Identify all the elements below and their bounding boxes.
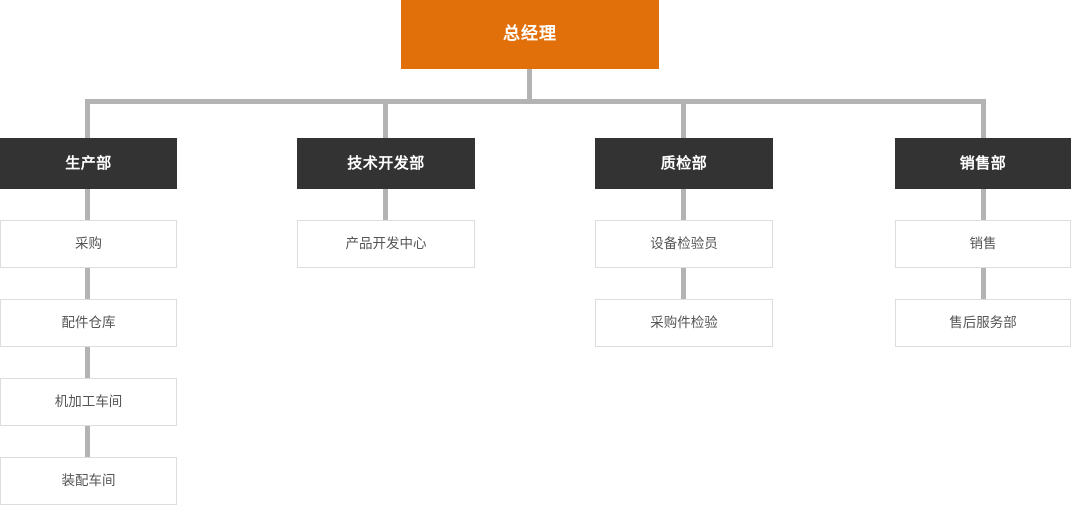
node-root-general-manager[interactable]: 总经理	[401, 0, 659, 69]
node-sub-assembly-workshop[interactable]: 装配车间	[0, 457, 177, 505]
node-sub-after-sales-service[interactable]: 售后服务部	[895, 299, 1071, 347]
connector-root-stem	[527, 69, 532, 102]
node-sub-purchased-parts-inspection[interactable]: 采购件检验	[595, 299, 773, 347]
node-sub-procurement[interactable]: 采购	[0, 220, 177, 268]
node-sub-equipment-inspector[interactable]: 设备检验员	[595, 220, 773, 268]
node-dept-production[interactable]: 生产部	[0, 138, 177, 189]
node-sub-product-development-center[interactable]: 产品开发中心	[297, 220, 475, 268]
connector-col4-link-2	[981, 267, 986, 300]
node-sub-assembly-workshop-label: 装配车间	[61, 472, 116, 488]
connector-col1-link-2	[85, 267, 90, 300]
connector-col4-link-1	[981, 188, 986, 221]
node-sub-product-development-center-label: 产品开发中心	[345, 235, 427, 251]
node-dept-sales-label: 销售部	[959, 154, 1007, 172]
node-sub-machining-workshop[interactable]: 机加工车间	[0, 378, 177, 426]
connector-col3-link-1	[681, 188, 686, 221]
connector-col2-link-1	[383, 188, 388, 221]
node-sub-equipment-inspector-label: 设备检验员	[650, 235, 718, 251]
node-root-label: 总经理	[503, 24, 557, 44]
node-sub-parts-warehouse-label: 配件仓库	[61, 314, 116, 330]
connector-horizontal-bus	[85, 99, 986, 104]
node-sub-parts-warehouse[interactable]: 配件仓库	[0, 299, 177, 347]
connector-drop-dept-3	[681, 99, 686, 138]
node-sub-purchased-parts-inspection-label: 采购件检验	[650, 314, 718, 330]
connector-col3-link-2	[681, 267, 686, 300]
connector-col1-link-3	[85, 346, 90, 379]
node-dept-quality-inspection-label: 质检部	[660, 154, 708, 172]
node-sub-sales[interactable]: 销售	[895, 220, 1071, 268]
connector-col1-link-4	[85, 425, 90, 458]
node-dept-quality-inspection[interactable]: 质检部	[595, 138, 773, 189]
node-sub-procurement-label: 采购	[75, 235, 102, 251]
connector-drop-dept-1	[85, 99, 90, 138]
node-dept-tech-development-label: 技术开发部	[347, 154, 425, 172]
node-dept-tech-development[interactable]: 技术开发部	[297, 138, 475, 189]
node-dept-sales[interactable]: 销售部	[895, 138, 1071, 189]
node-sub-machining-workshop-label: 机加工车间	[54, 393, 123, 409]
connector-drop-dept-4	[981, 99, 986, 138]
connector-col1-link-1	[85, 188, 90, 221]
node-sub-sales-label: 销售	[969, 235, 997, 251]
node-dept-production-label: 生产部	[65, 154, 112, 172]
node-sub-after-sales-service-label: 售后服务部	[949, 314, 1017, 330]
connector-drop-dept-2	[383, 99, 388, 138]
